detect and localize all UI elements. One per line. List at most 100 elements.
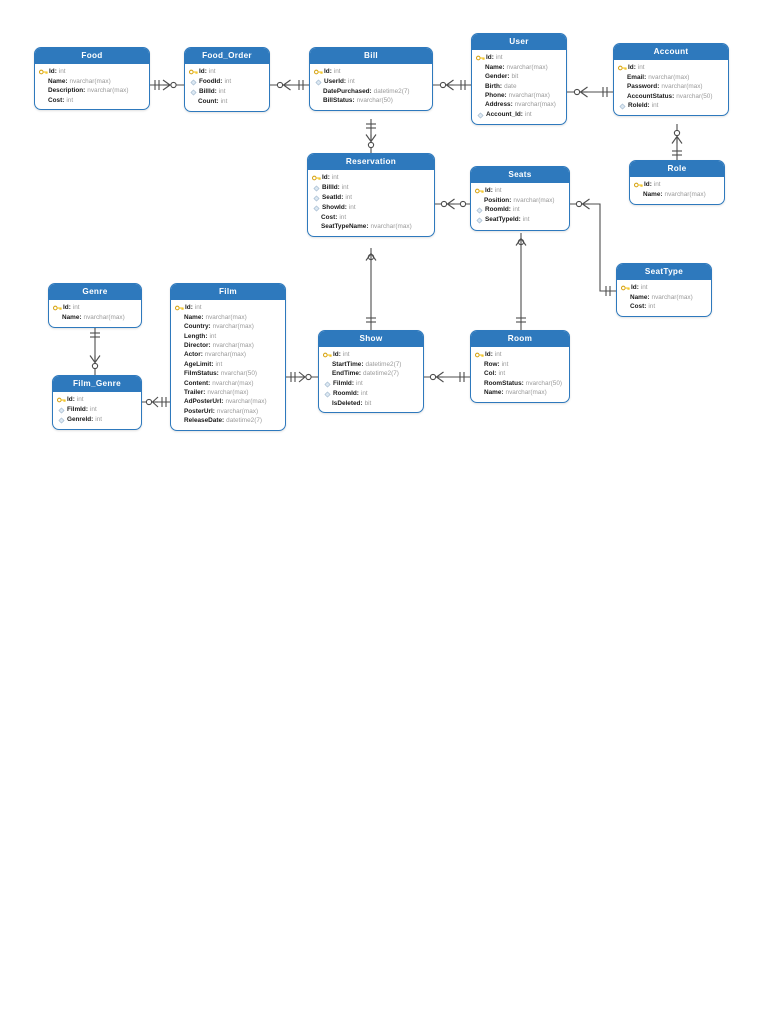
attribute-row[interactable]: Director:nvarchar(max) <box>175 341 281 350</box>
attribute-row[interactable]: Country:nvarchar(max) <box>175 323 281 332</box>
attribute-row[interactable]: Trailer:nvarchar(max) <box>175 388 281 397</box>
attribute-row[interactable]: Birth:date <box>476 82 562 91</box>
attribute-type: int <box>72 304 80 311</box>
attribute-separator: : <box>352 97 355 105</box>
attribute-row[interactable]: FilmId:int <box>57 405 137 415</box>
attribute-row[interactable]: AgeLimit:int <box>175 360 281 369</box>
attribute-row[interactable]: StartTime:datetime2(7) <box>323 360 419 369</box>
attribute-row[interactable]: AccountStatus:nvarchar(50) <box>618 92 724 101</box>
foreign-key-icon <box>312 205 321 212</box>
attribute-type: datetime2(7) <box>365 360 402 368</box>
attribute-name: Name <box>62 313 80 321</box>
attribute-row[interactable]: Id:int <box>57 395 137 405</box>
attribute-row[interactable]: BillStatus:nvarchar(50) <box>314 97 428 106</box>
attribute-row[interactable]: Length:int <box>175 332 281 341</box>
attribute-row[interactable]: Cost:int <box>621 303 707 312</box>
attribute-row[interactable]: Id:int <box>39 67 145 77</box>
attribute-row[interactable]: BillId:int <box>312 183 430 193</box>
attribute-row[interactable]: Cost:int <box>312 213 430 222</box>
foreign-key-icon <box>189 79 198 86</box>
attribute-row[interactable]: Email:nvarchar(max) <box>618 73 724 82</box>
entity-title: Show <box>319 331 423 348</box>
attribute-row[interactable]: DatePurchased:datetime2(7) <box>314 87 428 96</box>
attribute-row[interactable]: Id:int <box>175 303 281 313</box>
attribute-row[interactable]: Name:nvarchar(max) <box>53 313 137 322</box>
attribute-row[interactable]: ReleaseDate:datetime2(7) <box>175 417 281 426</box>
attribute-row[interactable]: Id:int <box>314 67 428 77</box>
attribute-row[interactable]: Id:int <box>476 53 562 63</box>
attribute-row[interactable]: Account_Id:int <box>476 110 562 120</box>
attribute-row[interactable]: Position:nvarchar(max) <box>475 196 565 205</box>
attribute-row[interactable]: Gender:bit <box>476 73 562 82</box>
attribute-row[interactable]: IsDeleted:bit <box>323 399 419 408</box>
attribute-row[interactable]: Cost:int <box>39 96 145 105</box>
attribute-row[interactable]: Id:int <box>323 350 419 360</box>
attribute-row[interactable]: Name:nvarchar(max) <box>621 293 707 302</box>
attribute-row[interactable]: Row:int <box>475 360 565 369</box>
attribute-type: int <box>355 379 363 387</box>
attribute-row[interactable]: RoleId:int <box>618 101 724 111</box>
attribute-row[interactable]: Actor:nvarchar(max) <box>175 351 281 360</box>
attribute-row[interactable]: Id:int <box>621 283 707 293</box>
attribute-row[interactable]: Id:int <box>189 67 265 77</box>
attribute-row[interactable]: UserId:int <box>314 77 428 87</box>
attribute-row[interactable]: RoomStatus:nvarchar(50) <box>475 379 565 388</box>
attribute-row[interactable]: RoomId:int <box>323 389 419 399</box>
attribute-row[interactable]: Id:int <box>475 186 565 196</box>
attribute-row[interactable]: Phone:nvarchar(max) <box>476 91 562 100</box>
attribute-separator: : <box>636 284 639 291</box>
attribute-name: AccountStatus <box>627 92 673 100</box>
primary-key-icon <box>323 352 332 359</box>
attribute-row[interactable]: SeatTypeName:nvarchar(max) <box>312 223 430 232</box>
attribute-row[interactable]: Id:int <box>634 180 720 190</box>
attribute-row[interactable]: AdPosterUrl:nvarchar(max) <box>175 398 281 407</box>
attribute-row[interactable]: Address:nvarchar(max) <box>476 101 562 110</box>
attribute-row[interactable]: SeatId:int <box>312 193 430 203</box>
attribute-row[interactable]: Name:nvarchar(max) <box>475 388 565 397</box>
attribute-row[interactable]: Name:nvarchar(max) <box>476 63 562 72</box>
attribute-name: UserId <box>324 78 344 85</box>
attribute-separator: : <box>327 174 330 181</box>
primary-key-icon <box>312 175 321 182</box>
attribute-row[interactable]: PosterUrl:nvarchar(max) <box>175 407 281 416</box>
attribute-row[interactable]: EndTime:datetime2(7) <box>323 370 419 379</box>
attribute-row[interactable]: Id:int <box>53 303 137 313</box>
attribute-row[interactable]: Id:int <box>475 350 565 360</box>
attribute-row[interactable]: RoomId:int <box>475 206 565 216</box>
attribute-row[interactable]: SeatTypeId:int <box>475 216 565 226</box>
attribute-row[interactable]: Description:nvarchar(max) <box>39 87 145 96</box>
attribute-row[interactable]: FilmId:int <box>323 379 419 389</box>
attribute-row[interactable]: Count:int <box>189 97 265 106</box>
attribute-row[interactable]: Password:nvarchar(max) <box>618 83 724 92</box>
attribute-row[interactable]: FilmStatus:nvarchar(50) <box>175 370 281 379</box>
attribute-row[interactable]: BillId:int <box>189 87 265 97</box>
attribute-row[interactable]: GenreId:int <box>57 415 137 425</box>
attribute-separator: : <box>644 303 647 311</box>
attribute-row[interactable]: Content:nvarchar(max) <box>175 379 281 388</box>
attribute-name: Director <box>184 341 209 349</box>
attribute-separator: : <box>83 87 86 95</box>
attribute-row[interactable]: Name:nvarchar(max) <box>175 313 281 322</box>
attribute-row[interactable]: Col:int <box>475 370 565 379</box>
attribute-row[interactable]: Name:nvarchar(max) <box>39 77 145 86</box>
attribute-row[interactable]: Name:nvarchar(max) <box>634 190 720 199</box>
attribute-row[interactable]: FoodId:int <box>189 77 265 87</box>
attribute-row[interactable]: Id:int <box>618 63 724 73</box>
attribute-type: nvarchar(50) <box>356 97 393 105</box>
attribute-row[interactable]: Id:int <box>312 173 430 183</box>
attribute-row[interactable]: ShowId:int <box>312 203 430 213</box>
